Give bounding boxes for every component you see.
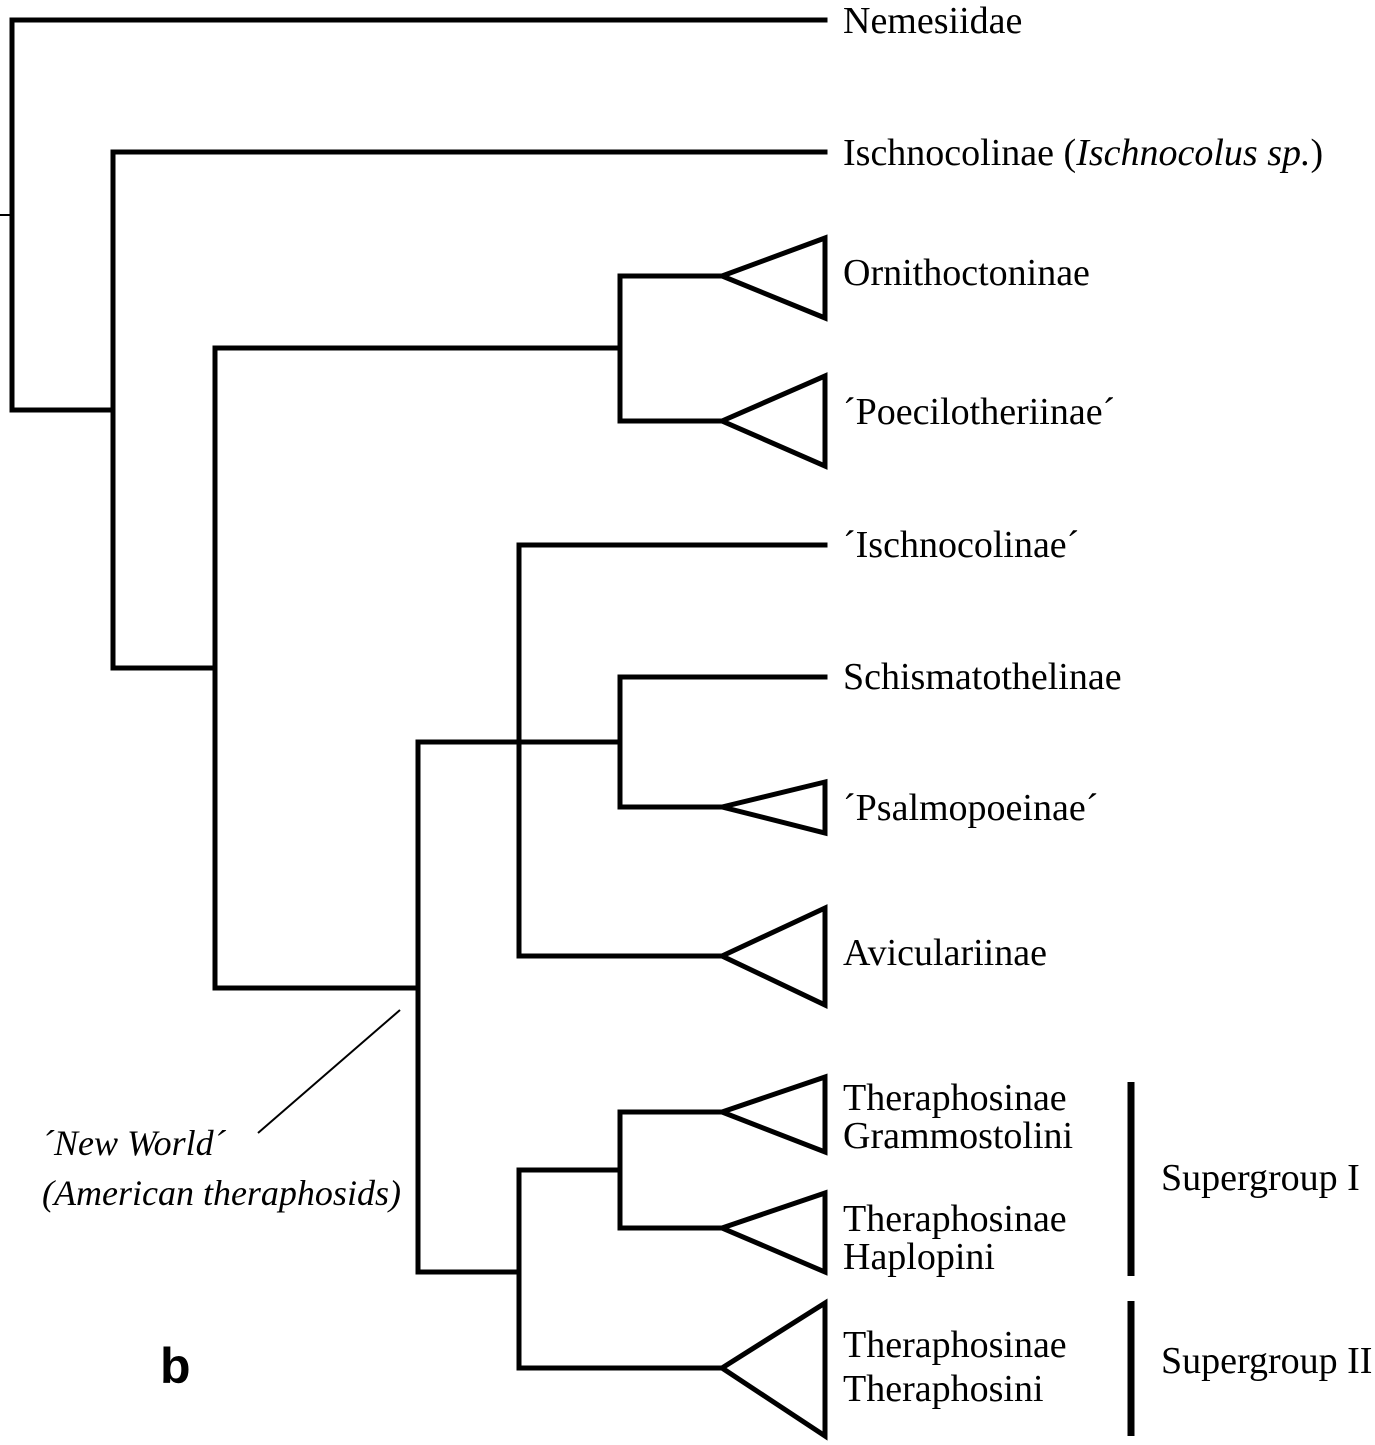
annotation-american-theraphosids: (American theraphosids) [42,1173,401,1213]
label-psalmopoeinae: ´Psalmopoeinae´ [843,787,1098,829]
label-haplopini-line2: Haplopini [843,1236,995,1278]
label-theraphosini-line1: Theraphosinae [843,1324,1067,1366]
node-old-world-clade [617,273,725,424]
aviculariinae-clade-triangle [716,904,828,1009]
node-theraphosinae [516,1167,725,1371]
node-ischnocolinae-split [110,149,828,671]
node-supergroup-1 [617,1109,725,1231]
label-supergroup-1: Supergroup I [1161,1157,1360,1199]
poecilotheriinae-clade-triangle [715,372,828,470]
root-node [9,17,828,413]
new-world-pointer-line [257,1009,401,1134]
label-nemesiidae: Nemesiidae [843,0,1022,42]
node-aviculariinae-group [516,542,828,959]
label-theraphosini-line2: Theraphosini [843,1368,1044,1410]
label-supergroup-2: Supergroup II [1161,1340,1372,1382]
label-ischnocolinae-ischnocolus: Ischnocolinae (Ischnocolus sp.) [843,132,1323,174]
label-grammostolini-line2: Grammostolini [843,1115,1073,1157]
theraphosini-clade-triangle [717,1298,828,1441]
annotation-new-world: ´New World´ [42,1123,227,1163]
label-haplopini-line1: Theraphosinae [843,1198,1067,1240]
label-aviculariinae: Aviculariinae [843,932,1047,974]
node-schismatothelinae-group [617,674,828,810]
haplopini-clade-triangle [715,1189,828,1276]
grammostolini-clade-triangle [714,1073,828,1156]
label-ornithoctoninae: Ornithoctoninae [843,252,1090,294]
panel-letter: b [160,1338,191,1394]
label-grammostolini-line1: Theraphosinae [843,1077,1067,1119]
ornithoctoninae-clade-triangle [715,234,828,322]
label-poecilotheriinae: ´Poecilotheriinae´ [843,391,1115,433]
label-schismatothelinae: Schismatothelinae [843,656,1122,698]
psalmopoeinae-clade-triangle [721,778,828,837]
node-old-new-world-split [212,345,623,991]
label-ischnocolinae-quoted: ´Ischnocolinae´ [843,524,1079,566]
